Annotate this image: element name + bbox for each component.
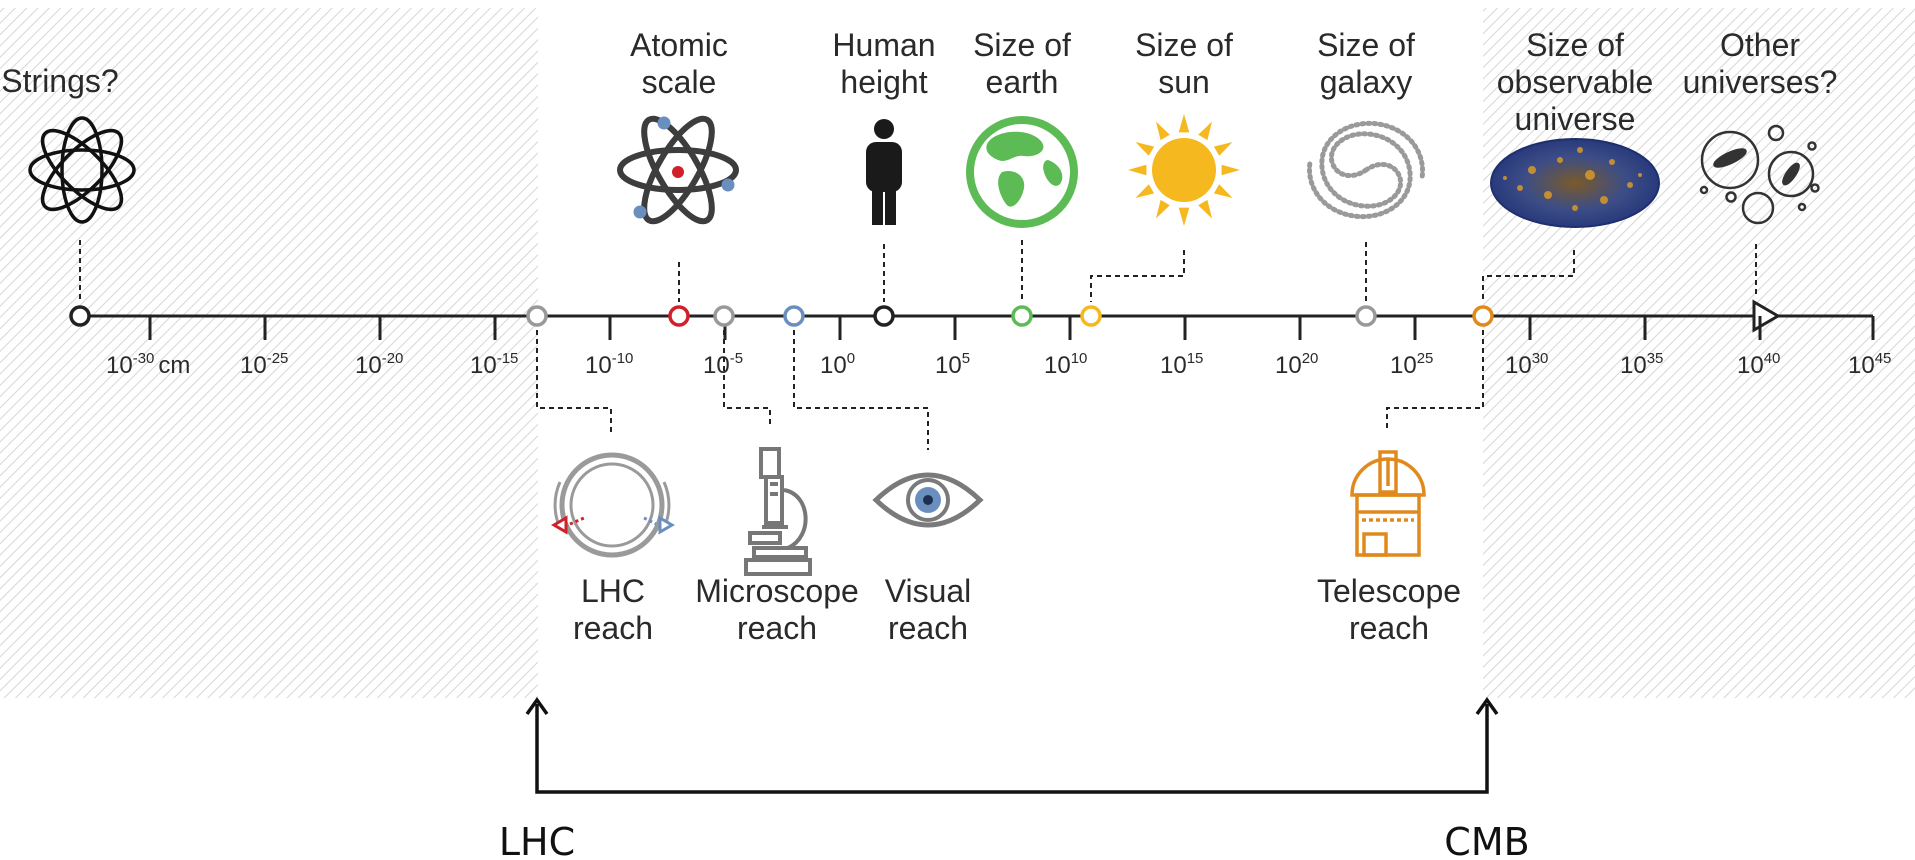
microscope-reach-marker [713, 305, 735, 327]
sun-ray [1213, 142, 1233, 156]
universe-map-icon [1490, 138, 1660, 228]
tick-label: 1040 [1737, 350, 1780, 379]
cmb-bracket-label: CMB [1444, 820, 1529, 860]
reach-bracket [525, 696, 1499, 794]
tick-label: 10-15 [470, 350, 518, 379]
strings-icon [28, 116, 136, 224]
galaxy-size-marker [1355, 305, 1377, 327]
microscope-icon [744, 447, 812, 576]
tick-label: 1010 [1044, 350, 1087, 379]
atom-icon [617, 115, 739, 225]
tick-label: 100 [820, 350, 855, 379]
unreachable-large-region [1483, 8, 1915, 698]
galaxy-icon [1307, 120, 1425, 220]
tick-label: 10-25 [240, 350, 288, 379]
human-height-marker [873, 305, 895, 327]
axis-tick-marks [148, 316, 1762, 340]
tick-label: 10-10 [585, 350, 633, 379]
tick-label: 10-5 [703, 350, 743, 379]
visual-reach-marker [783, 305, 805, 327]
observable-universe-marker [1472, 305, 1494, 327]
strings-marker [69, 305, 91, 327]
multiverse-icon [1699, 124, 1820, 225]
cmb-arrowhead-icon [1475, 696, 1499, 716]
tick-label: 1025 [1390, 350, 1433, 379]
sun-size-marker [1080, 305, 1102, 327]
sun-ray [1198, 199, 1212, 219]
sun-ray [1213, 184, 1233, 198]
sun-ray [1178, 207, 1190, 226]
lhc-arrowhead-icon [525, 696, 549, 716]
atomic-scale-marker [668, 305, 690, 327]
observatory-icon [1350, 450, 1426, 557]
strings-label: Strings? [1, 63, 118, 99]
leader-lines [79, 240, 1757, 450]
person-icon [866, 119, 902, 225]
sun-icon [1128, 114, 1240, 226]
tick-label: 105 [935, 350, 970, 379]
tick-label: 1035 [1620, 350, 1663, 379]
sun-ray [1178, 114, 1190, 133]
lhc-bracket-label: LHC [499, 820, 575, 860]
sun-ray [1198, 121, 1212, 141]
sun-ray [1135, 184, 1155, 198]
sun-ray [1135, 142, 1155, 156]
scale-axis [80, 299, 1875, 340]
sun-ray [1156, 121, 1170, 141]
tick-label: 1030 [1505, 350, 1548, 379]
collider-ring-icon [551, 452, 675, 558]
sun-ray [1221, 164, 1240, 176]
axis-markers [69, 305, 1494, 327]
tick-label: 1045 [1848, 350, 1891, 379]
sun-ray [1128, 164, 1147, 176]
tick-label: 1015 [1160, 350, 1203, 379]
tick-label: 1020 [1275, 350, 1318, 379]
tick-label: 10-20 [355, 350, 403, 379]
sun-ray [1156, 199, 1170, 219]
earth-size-marker [1011, 305, 1033, 327]
earth-icon [966, 116, 1078, 228]
lhc-reach-marker [526, 305, 548, 327]
eye-icon [872, 472, 984, 528]
